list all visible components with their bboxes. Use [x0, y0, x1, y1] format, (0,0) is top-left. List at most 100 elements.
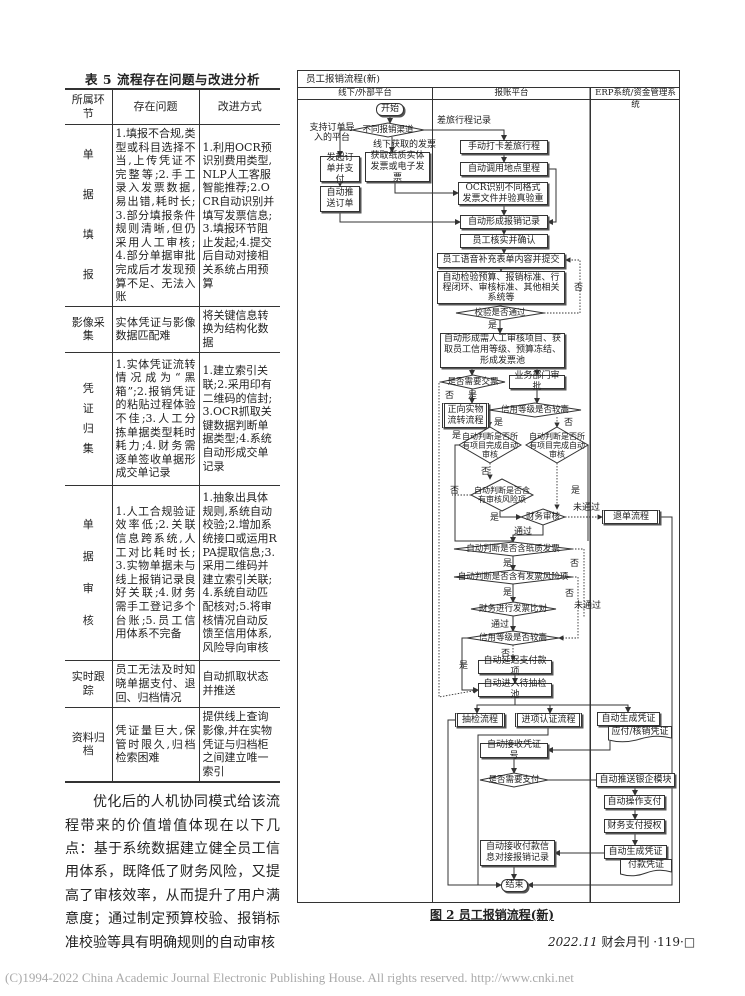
- cell-improvement: 1.建立索引关联;2.采用印有二维码的信封;3.OCR抓取关键数据判断单据类型;…: [198, 351, 280, 486]
- decision-all-auto-l: 自动判断是否所有项目完成自动审核: [458, 426, 522, 464]
- decision-channel: 不同报销渠道: [351, 122, 425, 138]
- node-forward-flow: 正向实物流转流程: [442, 403, 489, 428]
- document-label: 应付/核销凭证: [611, 727, 669, 737]
- decision-need-pay: 是否需要支付: [479, 772, 549, 788]
- cell-stage: 凭证归集: [65, 351, 113, 486]
- decision-label: 信用等级是否较高: [478, 633, 547, 643]
- label-no: 否: [450, 486, 460, 496]
- decision-label: 是否需要支付: [488, 775, 540, 785]
- label-yes: 是: [571, 486, 581, 496]
- cell-stage: 资料归档: [65, 706, 113, 784]
- lane-offline: 线下/外部平台: [297, 87, 432, 903]
- decision-paper-inv: 自动判断是否含纸质发票: [453, 541, 573, 557]
- body-paragraph: 优化后的人机协同模式给该流程带来的价值增值体现在以下几点：基于系统数据建立健全员…: [65, 794, 280, 951]
- node-dept-approve: 业务部门审批: [509, 371, 565, 392]
- table-row: 单据审核 1.人工合规验证效率低;2.关联信息跨系统,人工对比耗时长;3.实物单…: [65, 484, 280, 661]
- label-yes: 是: [503, 559, 513, 569]
- label-no: 否: [565, 589, 575, 599]
- node-bank-push: 自动推送银企模块: [596, 773, 675, 787]
- decision-label: 自动判断是否所有项目完成自动审核: [529, 431, 585, 459]
- node-gen-voucher2: 自动生成凭证: [604, 845, 667, 859]
- label-order-platform: 支持订单导入的平台: [309, 123, 355, 143]
- page-footer: 2022.11 财会月刊 ·119·□: [548, 933, 695, 950]
- decision-fin-audit: 财务审核: [519, 508, 567, 526]
- decision-all-auto-r: 自动判断是否所有项目完成自动审核: [525, 426, 589, 464]
- node-auto-pay: 自动操作支付: [604, 795, 665, 809]
- node-delay-pay: 自动延迟支付款项: [478, 656, 552, 677]
- node-confirm: 员工核实并确认: [460, 234, 548, 248]
- decision-need-ticket: 是否需要交票: [440, 374, 506, 390]
- label-yes: 是: [503, 588, 513, 598]
- table-header-row: 所属环节 存在问题 改进方式: [65, 88, 280, 125]
- label-yes: 是: [494, 418, 504, 428]
- label-no: 否: [570, 559, 580, 569]
- cell-problem: 凭证量巨大,保管时限久,归档检索困难: [111, 706, 200, 784]
- decision-inv-risk: 自动判断是否含有发票风险项: [453, 569, 573, 585]
- label-yes: 是: [468, 391, 478, 401]
- node-gen-voucher1: 自动生成凭证: [597, 712, 660, 726]
- decision-credit-high1: 信用等级是否较高: [488, 402, 582, 418]
- decision-label: 自动判断是否含有发票风险项: [457, 572, 569, 582]
- col-header-problem: 存在问题: [111, 88, 200, 125]
- left-column: 表 5 流程存在问题与改进分析 所属环节 存在问题 改进方式 单据填报 1.填报…: [65, 72, 280, 955]
- decision-credit-high2: 信用等级是否较高: [466, 630, 560, 646]
- cell-stage: 实时跟踪: [65, 659, 113, 708]
- decision-check-pass: 校验是否通过: [455, 305, 545, 321]
- cell-problem: 1.实体凭证流转情况成为“黑箱”;2.报销凭证的粘贴过程体验不佳;3.人工分拣单…: [111, 351, 200, 486]
- cell-improvement: 1.利用OCR预识别费用类型,NLP人工客服智能推荐;2.OCR自动识别并填写发…: [198, 124, 280, 307]
- node-sample-pool: 自动进入待抽检池: [478, 679, 552, 700]
- lane-reimbursement: 报账平台: [432, 87, 590, 903]
- copyright-watermark: (C)1994-2022 China Academic Journal Elec…: [5, 970, 574, 985]
- document-label: 付款凭证: [627, 860, 664, 870]
- cell-stage: 单据审核: [65, 484, 113, 661]
- lane-offline-header: 线下/外部平台: [298, 87, 432, 100]
- node-return-flow: 退单流程: [602, 510, 660, 524]
- node-get-invoice: 获取纸质实体发票或电子发票: [365, 151, 430, 183]
- decision-label: 自动判断是否含有审核风险项: [474, 486, 530, 504]
- node-recv-voucher: 自动接收凭证号: [480, 740, 548, 761]
- table-row: 资料归档 凭证量巨大,保管时限久,归档检索困难 提供线上查询影像,并在实物凭证与…: [65, 706, 280, 784]
- table-title: 表 5 流程存在问题与改进分析: [85, 72, 260, 87]
- decision-label: 自动判断是否含纸质发票: [466, 544, 560, 554]
- cell-stage: 影像采集: [65, 305, 113, 353]
- cell-stage: 单据填报: [65, 124, 113, 307]
- label-no: 否: [481, 467, 491, 477]
- node-auto-check: 自动检验预算、报销标准、行程闭环、审核标准、其他相关系统等: [437, 271, 565, 304]
- node-ocr: OCR识别不同格式发票文件并验真验重: [458, 182, 548, 205]
- lane-erp-header: ERP系统/资金管理系统: [591, 87, 680, 110]
- node-order-pay: 发起订单并支付: [320, 153, 360, 185]
- decision-inv-compare: 财务进行发票比对: [470, 601, 556, 617]
- lane-reimbursement-header: 报账平台: [433, 87, 590, 100]
- node-end: 结束: [501, 879, 528, 892]
- table-row: 凭证归集 1.实体凭证流转情况成为“黑箱”;2.报销凭证的粘贴过程体验不佳;3.…: [65, 351, 280, 486]
- table-row: 实时跟踪 员工无法及时知晓单据支付、退回、归档情况 自动抓取状态并推送: [65, 659, 280, 708]
- label-yes: 是: [452, 431, 462, 441]
- document-doc-payment: 付款凭证: [620, 859, 672, 877]
- decision-label: 不同报销渠道: [362, 125, 414, 135]
- node-voice: 员工语音补充表单内容并提交: [437, 253, 565, 268]
- journal-name: 财会月刊: [601, 935, 650, 949]
- node-start: 开始: [376, 103, 404, 116]
- node-auto-mileage: 自动调用地点里程: [460, 162, 548, 176]
- decision-label: 自动判断是否所有项目完成自动审核: [462, 431, 518, 459]
- cell-improvement: 1.抽象出具体规则,系统自动校验;2.增加系统接口或运用RPA提取信息;3.采用…: [198, 484, 280, 661]
- decision-label: 财务进行发票比对: [478, 604, 547, 614]
- label-pass: 通过: [514, 527, 533, 537]
- col-header-stage: 所属环节: [65, 88, 113, 125]
- node-pay-auth: 财务支付授权: [604, 819, 665, 833]
- decision-label: 信用等级是否较高: [500, 405, 569, 415]
- cell-problem: 1.人工合规验证效率低;2.关联信息跨系统,人工对比耗时长;3.实物单据未与线上…: [111, 484, 200, 661]
- decision-label: 是否需要交票: [447, 377, 499, 387]
- node-sample-flow: 抽检流程: [455, 713, 505, 727]
- table-row: 影像采集 实体凭证与影像数据匹配难 将关键信息转换为结构化数据: [65, 305, 280, 353]
- flowchart-title: 员工报销流程(新): [298, 71, 679, 88]
- node-manual-trip: 手动打卡差旅行程: [460, 140, 548, 154]
- label-no: 否: [564, 418, 574, 428]
- figure-caption: 图 2 员工报销流程(新): [430, 908, 555, 922]
- node-input-cert: 进项认证流程: [515, 713, 582, 727]
- lane-erp: ERP系统/资金管理系统: [590, 87, 680, 903]
- label-fail: 未通过: [573, 503, 601, 513]
- node-auto-record: 自动形成报销记录: [460, 215, 548, 229]
- col-header-improvement: 改进方式: [198, 88, 280, 125]
- cell-improvement: 自动抓取状态并推送: [198, 659, 280, 708]
